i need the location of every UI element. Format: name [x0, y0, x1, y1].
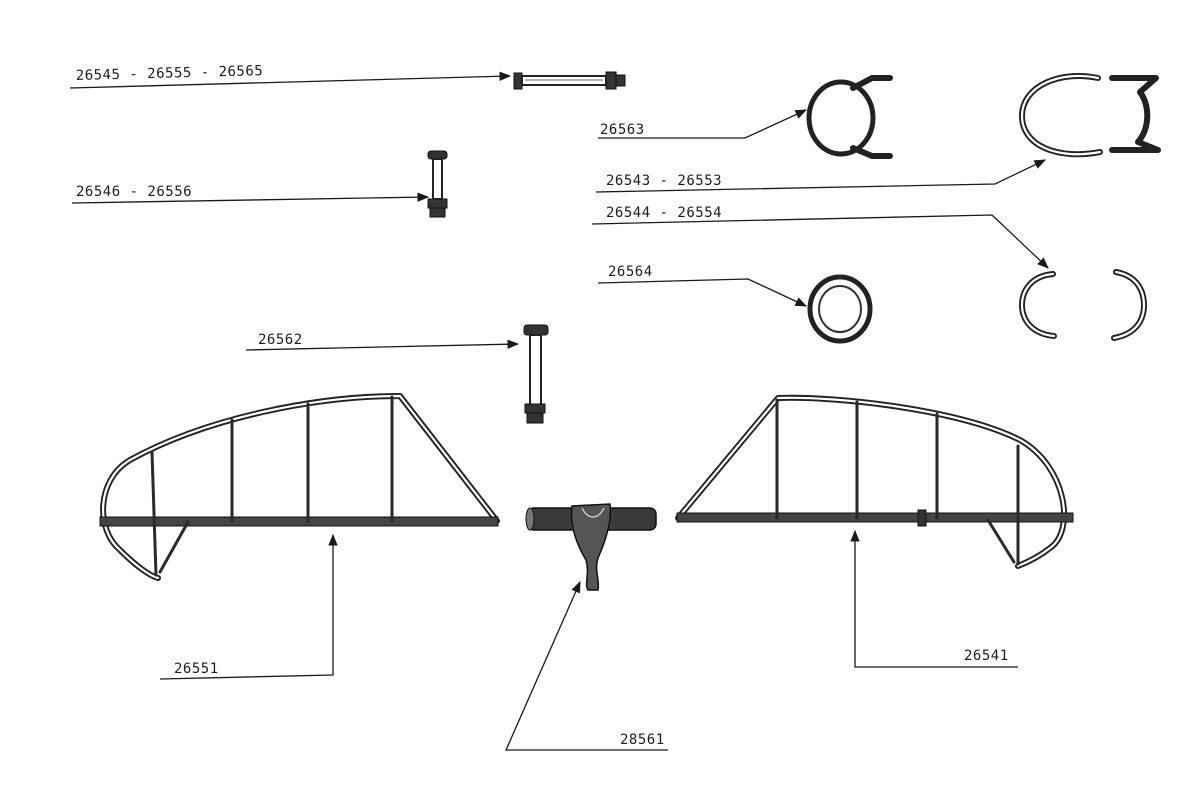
fork-clamp	[806, 75, 893, 159]
leader-clamp-split-large	[595, 159, 1047, 193]
label-clamp-split-large: 26543 - 26553	[606, 173, 723, 189]
label-right-frame: 26541	[964, 648, 1009, 664]
leader-bolt-long	[69, 71, 512, 89]
left-frame	[99, 393, 500, 581]
leader-lines	[69, 71, 1049, 751]
split-clamp-small	[1019, 269, 1147, 341]
leader-clamp-split-small	[591, 214, 1049, 269]
leader-right-frame	[850, 529, 1018, 668]
long-bolt	[513, 71, 626, 90]
medium-bolt	[523, 324, 549, 424]
split-clamp-large	[1019, 72, 1161, 158]
short-bolt	[427, 150, 448, 218]
right-frame	[675, 394, 1074, 569]
center-tube	[525, 503, 657, 591]
label-left-frame: 26551	[174, 661, 219, 677]
label-clamp-fork: 26563	[600, 122, 645, 138]
small-ring	[807, 274, 873, 344]
leader-left-frame	[159, 533, 338, 680]
label-ring-small: 26564	[608, 264, 653, 280]
label-clamp-split-small: 26544 - 26554	[606, 205, 723, 221]
label-bolt-short: 26546 - 26556	[76, 184, 193, 200]
label-bolt-medium: 26562	[258, 332, 303, 348]
leader-center-tube	[505, 580, 668, 751]
label-center-tube: 28561	[620, 732, 665, 748]
leader-clamp-fork	[598, 109, 808, 139]
leader-bolt-short	[71, 192, 430, 204]
leader-bolt-medium	[245, 339, 520, 351]
leader-ring-small	[597, 278, 808, 307]
